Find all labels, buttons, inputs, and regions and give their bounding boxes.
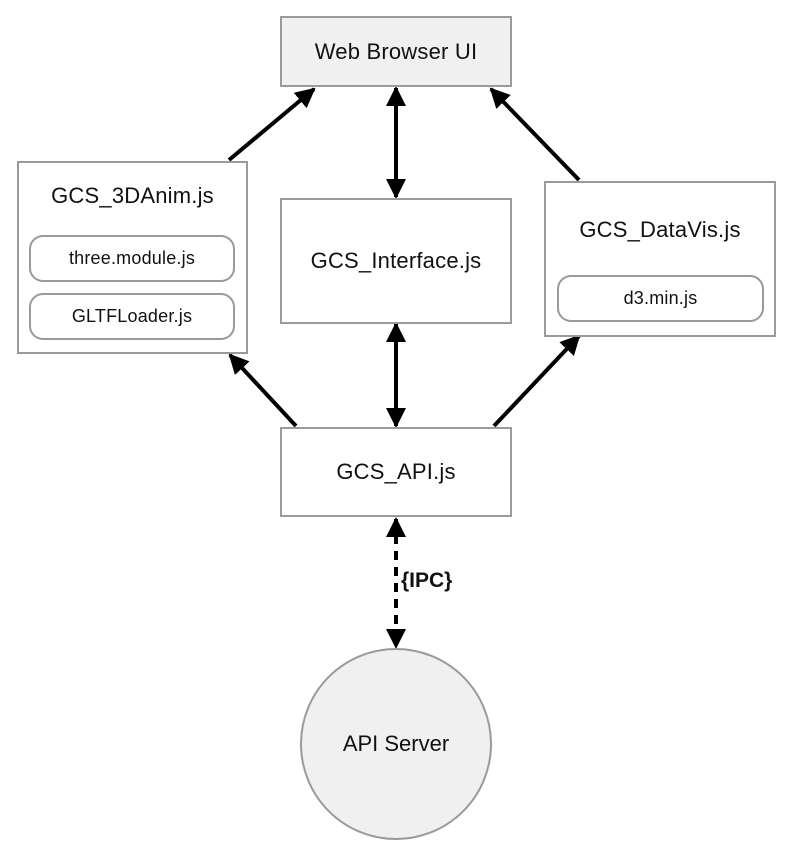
edge-datavis-to-browser bbox=[489, 87, 581, 182]
gltfloader-lib: GLTFLoader.js bbox=[29, 293, 235, 340]
three-module-lib: three.module.js bbox=[29, 235, 235, 282]
ipc-edge-label: {IPC} bbox=[399, 569, 455, 593]
gcs-datavis-node: GCS_DataVis.js d3.min.js bbox=[544, 181, 776, 337]
gcs-interface-node: GCS_Interface.js bbox=[280, 198, 512, 324]
gcs-datavis-title: GCS_DataVis.js bbox=[579, 217, 741, 242]
edge-api-to-3danim bbox=[228, 353, 298, 428]
edge-api-to-datavis bbox=[492, 334, 581, 428]
d3-label: d3.min.js bbox=[623, 288, 698, 308]
api-server-label: API Server bbox=[342, 731, 450, 756]
gcs-3danim-title: GCS_3DAnim.js bbox=[51, 183, 214, 208]
web-browser-ui-label: Web Browser UI bbox=[314, 38, 478, 64]
gcs-api-label: GCS_API.js bbox=[336, 459, 456, 484]
edge-3danim-to-browser bbox=[227, 87, 316, 162]
gcs-3danim-node: GCS_3DAnim.js three.module.js GLTFLoader… bbox=[17, 161, 248, 354]
gltfloader-label: GLTFLoader.js bbox=[71, 306, 193, 326]
api-server-node: API Server bbox=[300, 648, 492, 840]
gcs-interface-label: GCS_Interface.js bbox=[310, 248, 482, 273]
three-module-label: three.module.js bbox=[68, 248, 196, 268]
gcs-api-node: GCS_API.js bbox=[280, 427, 512, 517]
d3-lib: d3.min.js bbox=[557, 275, 764, 322]
web-browser-ui-node: Web Browser UI bbox=[280, 16, 512, 87]
